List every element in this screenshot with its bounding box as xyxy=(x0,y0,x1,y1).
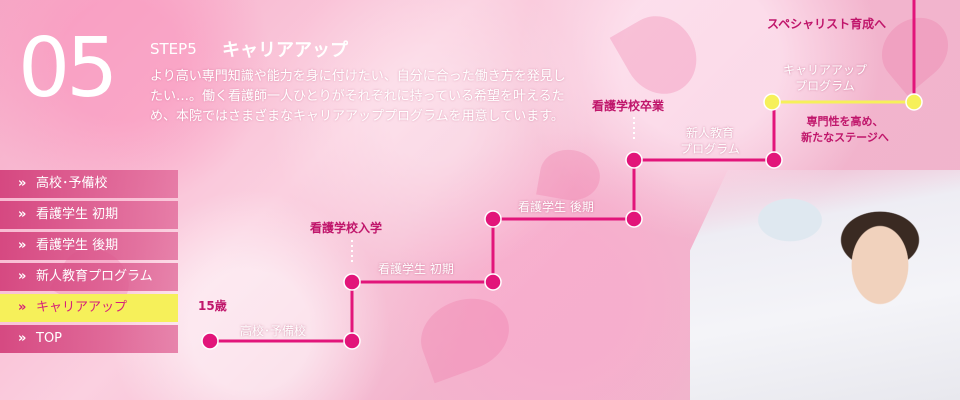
timeline-node xyxy=(625,151,643,169)
timeline-node-active xyxy=(905,93,923,111)
stage-label-student-late: 看護学生 後期 xyxy=(518,200,594,214)
milestone-nursing-school-entry: 看護学校入学 xyxy=(310,221,383,235)
timeline-node xyxy=(484,210,502,228)
step-description: より高い専門知識や能力を身に付けたい、自分に合った働き方を発見したい…。働く看護… xyxy=(150,69,566,124)
nurse-photo xyxy=(690,170,960,400)
stage-label-student-early: 看護学生 初期 xyxy=(378,262,454,276)
nav-item-label: 新人教育プログラム xyxy=(36,269,153,284)
chevron-right-icon: » xyxy=(18,300,27,315)
timeline-node xyxy=(201,332,219,350)
stage-label-high-school: 高校･予備校 xyxy=(240,324,307,338)
milestone-nursing-school-grad: 看護学校卒業 xyxy=(592,99,665,113)
nav-item-top[interactable]: » TOP xyxy=(0,325,178,353)
nav-item-label: キャリアアップ xyxy=(36,300,128,315)
step-label: STEP5 xyxy=(150,40,197,58)
timeline-line xyxy=(210,0,916,343)
nav-item-label: 看護学生 初期 xyxy=(36,207,119,222)
stage-label-new-staff: 新人教育 プログラム xyxy=(680,126,740,156)
chevron-right-icon: » xyxy=(18,207,27,222)
nav-item-high-school[interactable]: » 高校･予備校 xyxy=(0,170,178,198)
nav-item-careerup[interactable]: » キャリアアップ xyxy=(0,294,178,322)
nav-item-label: 看護学生 後期 xyxy=(36,238,119,253)
step-number: 05 xyxy=(18,21,118,116)
nav-item-student-late[interactable]: » 看護学生 後期 xyxy=(0,232,178,260)
nav-item-label: 高校･予備校 xyxy=(36,176,108,191)
step-navigation: » 高校･予備校 » 看護学生 初期 » 看護学生 後期 » 新人教育プログラム » キャ… xyxy=(0,170,178,356)
nav-item-new-staff-program[interactable]: » 新人教育プログラム xyxy=(0,263,178,291)
timeline-node xyxy=(484,273,502,291)
step-title: キャリアアップ xyxy=(222,40,348,61)
chevron-right-icon: » xyxy=(18,176,27,191)
careerup-description: 専門性を高め、 新たなステージへ xyxy=(801,115,889,144)
chevron-right-icon: » xyxy=(18,269,27,284)
chevron-right-icon: » xyxy=(18,238,27,253)
timeline-node xyxy=(765,151,783,169)
nav-item-student-early[interactable]: » 看護学生 初期 xyxy=(0,201,178,229)
timeline-node xyxy=(343,332,361,350)
age-label: 15歳 xyxy=(198,299,227,313)
timeline-node xyxy=(625,210,643,228)
timeline-node-active xyxy=(763,93,781,111)
chevron-right-icon: » xyxy=(18,331,27,346)
specialist-label: スペシャリスト育成へ xyxy=(767,17,887,31)
stage-label-careerup: キャリアアップ プログラム xyxy=(782,63,867,93)
nav-item-label: TOP xyxy=(36,331,63,346)
timeline-node xyxy=(343,273,361,291)
